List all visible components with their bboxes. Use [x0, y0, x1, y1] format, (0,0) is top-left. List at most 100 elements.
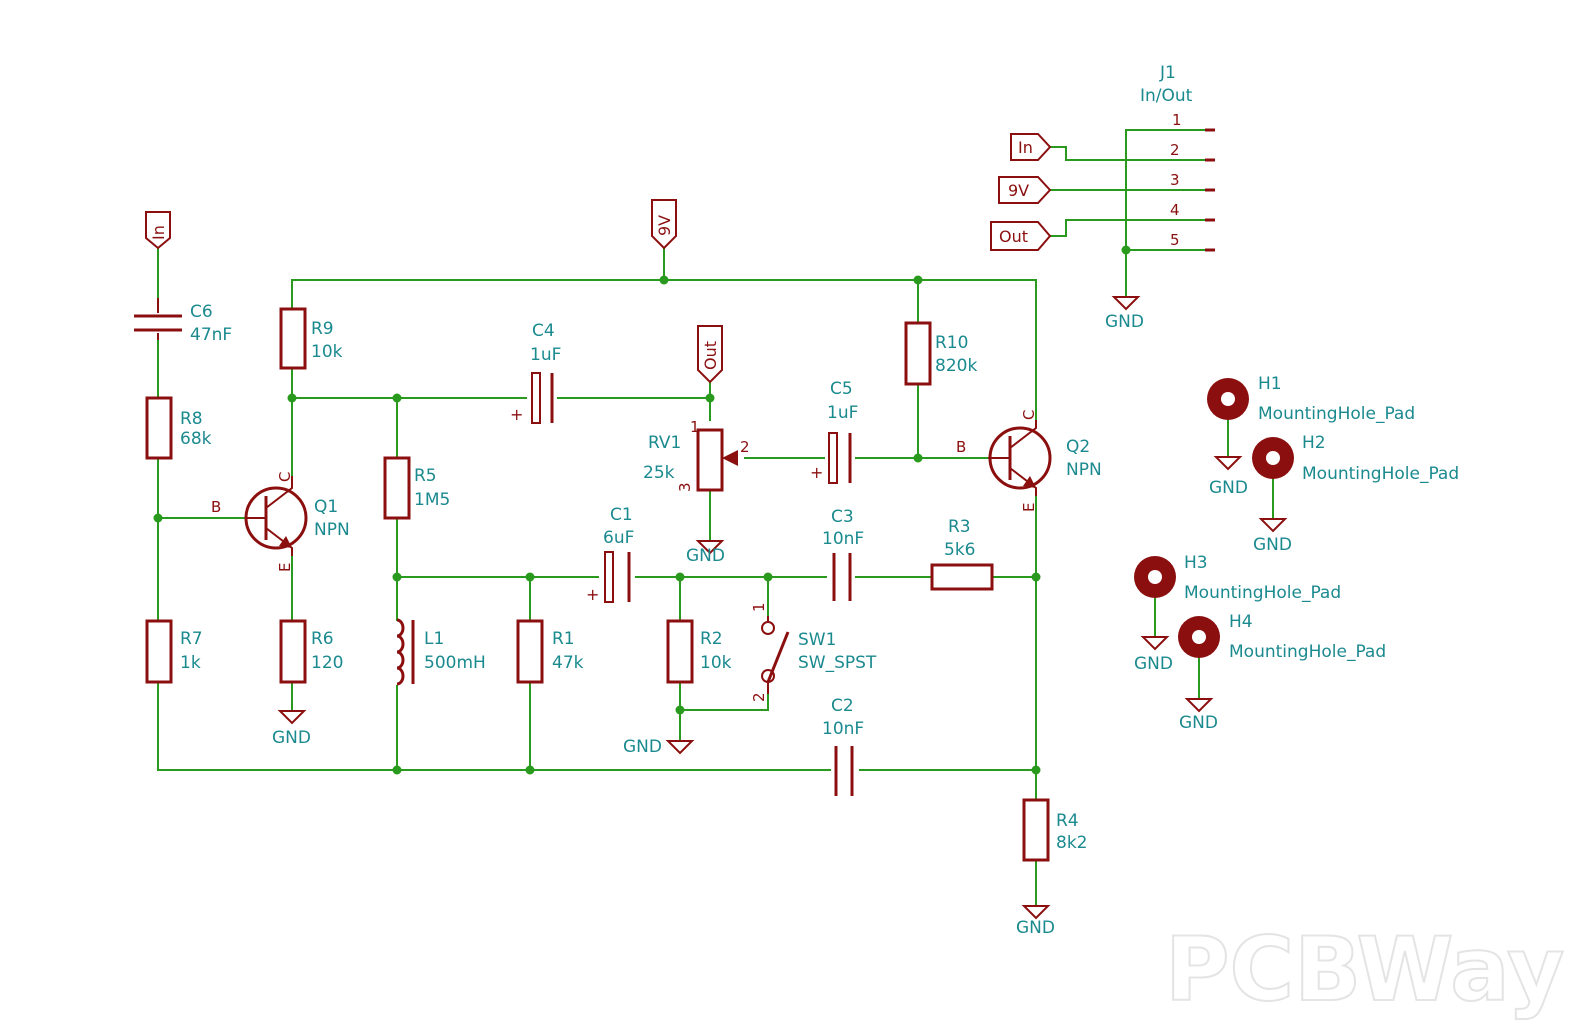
svg-text:9V: 9V: [655, 215, 674, 236]
net-flag-in-left: In: [145, 211, 171, 250]
resistor-r2: R2 10k: [666, 619, 732, 684]
svg-text:+: +: [586, 585, 599, 604]
svg-text:8k2: 8k2: [1056, 833, 1087, 853]
svg-text:H3: H3: [1184, 553, 1208, 573]
svg-text:GND: GND: [623, 737, 662, 757]
junction-dot: [1031, 572, 1041, 582]
capacitor-c4-polarized: + C4 1uF: [510, 321, 561, 424]
svg-text:5: 5: [1170, 231, 1180, 249]
junction-dot: [763, 572, 773, 582]
resistor-r4: R4 8k2: [1022, 798, 1087, 862]
svg-text:R8: R8: [180, 409, 203, 429]
svg-text:GND: GND: [272, 728, 311, 748]
svg-text:NPN: NPN: [314, 520, 350, 540]
svg-text:MountingHole_Pad: MountingHole_Pad: [1258, 404, 1415, 424]
svg-text:In/Out: In/Out: [1140, 86, 1193, 106]
svg-text:10nF: 10nF: [822, 719, 864, 739]
junction-dot: [287, 393, 297, 403]
svg-text:MountingHole_Pad: MountingHole_Pad: [1184, 583, 1341, 603]
gnd-h4: GND: [1179, 698, 1218, 733]
junction-dot: [659, 275, 669, 285]
net-flag-out-mid: Out: [697, 325, 723, 384]
svg-text:In: In: [149, 225, 168, 240]
gnd-rv1: GND: [686, 540, 725, 566]
resistor-r10: R10 820k: [904, 321, 977, 386]
svg-text:SW1: SW1: [798, 630, 836, 650]
svg-text:120: 120: [311, 653, 343, 673]
svg-text:R10: R10: [935, 333, 968, 353]
svg-text:1uF: 1uF: [827, 403, 858, 423]
svg-text:In: In: [1018, 138, 1033, 157]
resistor-r9: R9 10k: [279, 307, 343, 370]
svg-text:2: 2: [750, 692, 768, 702]
svg-text:GND: GND: [1105, 312, 1144, 332]
svg-text:GND: GND: [1179, 713, 1218, 733]
resistor-r1: R1 47k: [516, 619, 584, 684]
pcbway-watermark: PCBWay: [1165, 918, 1564, 1021]
svg-text:J1: J1: [1159, 63, 1176, 83]
svg-text:R4: R4: [1056, 811, 1079, 831]
wires: [157, 129, 1274, 906]
mounting-hole-h1: H1 MountingHole_Pad: [1207, 374, 1415, 424]
svg-text:2: 2: [740, 438, 750, 456]
junction-dot: [392, 765, 402, 775]
resistor-r5: R5 1M5: [383, 456, 450, 520]
svg-text:H4: H4: [1229, 612, 1253, 632]
svg-text:MountingHole_Pad: MountingHole_Pad: [1229, 642, 1386, 662]
svg-text:RV1: RV1: [648, 433, 681, 453]
svg-text:25k: 25k: [643, 463, 675, 483]
svg-text:6uF: 6uF: [603, 528, 634, 548]
svg-text:C2: C2: [831, 696, 854, 716]
svg-text:GND: GND: [1016, 918, 1055, 938]
svg-text:GND: GND: [686, 546, 725, 566]
svg-text:L1: L1: [424, 629, 444, 649]
switch-sw1: 1 2 SW1 SW_SPST: [750, 602, 877, 702]
mounting-hole-h4: H4 MountingHole_Pad: [1178, 612, 1386, 662]
capacitor-c1-polarized: + C1 6uF: [586, 505, 634, 604]
svg-text:4: 4: [1170, 201, 1180, 219]
potentiometer-rv1: 1 2 3 RV1 25k: [643, 418, 750, 492]
svg-text:1uF: 1uF: [530, 345, 561, 365]
junction-dot: [675, 572, 685, 582]
junction-dot: [913, 275, 923, 285]
svg-text:R5: R5: [414, 466, 437, 486]
svg-text:3: 3: [676, 482, 694, 492]
svg-text:1: 1: [1172, 111, 1182, 129]
svg-text:C1: C1: [610, 505, 633, 525]
capacitor-c2: C2 10nF: [822, 696, 864, 796]
gnd-h1: GND: [1209, 456, 1248, 498]
svg-text:9V: 9V: [1008, 181, 1029, 200]
svg-text:47k: 47k: [552, 653, 584, 673]
junction-dot: [1031, 765, 1041, 775]
junction-dot: [1121, 245, 1131, 255]
svg-text:R6: R6: [311, 629, 334, 649]
junction-dot: [153, 513, 163, 523]
svg-text:500mH: 500mH: [424, 653, 486, 673]
svg-text:10k: 10k: [700, 653, 732, 673]
junction-dot: [705, 393, 715, 403]
capacitor-c5-polarized: + C5 1uF: [810, 379, 858, 484]
svg-text:1: 1: [750, 602, 768, 612]
gnd-r2: GND: [623, 737, 695, 757]
svg-text:NPN: NPN: [1066, 460, 1102, 480]
svg-text:R9: R9: [311, 319, 334, 339]
net-flag-in-j1: In: [1010, 133, 1052, 161]
svg-text:GND: GND: [1134, 654, 1173, 674]
resistor-r7: R7 1k: [145, 619, 203, 684]
capacitor-c6: C6 47nF: [134, 298, 232, 345]
svg-text:68k: 68k: [180, 429, 212, 449]
junction-dot: [913, 453, 923, 463]
svg-text:C: C: [1020, 410, 1038, 420]
net-flag-9v-j1: 9V: [998, 176, 1052, 204]
transistor-q1: B C E Q1 NPN: [211, 472, 350, 572]
net-flag-9v-top: 9V: [651, 199, 677, 250]
svg-text:E: E: [276, 563, 294, 572]
svg-text:C4: C4: [532, 321, 555, 341]
svg-text:C5: C5: [830, 379, 853, 399]
capacitor-c3: C3 10nF: [822, 507, 864, 601]
svg-text:5k6: 5k6: [944, 540, 975, 560]
gnd-j1: GND: [1105, 296, 1144, 332]
connector-j1: J1 In/Out 1 2 3 4 5: [1140, 63, 1215, 252]
junctions: [153, 245, 1131, 775]
